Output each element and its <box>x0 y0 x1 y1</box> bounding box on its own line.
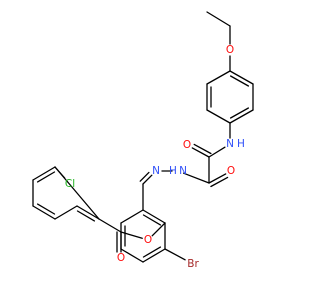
bond-c2-c3 <box>54 205 78 220</box>
bond-Ce-c1 <box>98 218 122 233</box>
bond-c6-Cl <box>54 166 66 179</box>
bond-a1-a2 <box>229 70 254 85</box>
atom-hydrazide-hydrogen: H <box>169 165 177 177</box>
bond-a3-a4 <box>229 109 254 124</box>
bond-Cb-Ob-second <box>210 176 229 188</box>
atom-bromine: Br <box>187 258 199 270</box>
bond-N1-Ca <box>208 146 226 158</box>
atom-ester-carbonyl-oxygen: O <box>117 252 125 264</box>
bond-N3-C9 <box>142 174 153 185</box>
atom-amide-carbonyl-oxygen: O <box>183 139 191 151</box>
bond-b3-b4-inner <box>142 246 162 258</box>
bond-b2-Oes <box>151 222 166 237</box>
bond-Ca-Oa <box>191 147 210 158</box>
bond-Oes-Ce <box>120 231 143 239</box>
molecule-diagram: O N H O N H O N Cl O O Br <box>32 11 254 270</box>
bond-e2-e1 <box>206 11 231 27</box>
atom-amide-hydrogen: H <box>237 138 245 150</box>
bond-N3-C9-second <box>139 171 150 182</box>
atom-hydrazide-nitrogen: N <box>179 165 187 177</box>
atom-ether-oxygen: O <box>226 44 234 56</box>
bond-Cb-N2 <box>182 172 210 184</box>
bond-b1-b2 <box>142 209 166 224</box>
bond-b6-b1 <box>120 209 144 224</box>
bond-a4-a5 <box>206 109 231 124</box>
atom-amide-nitrogen: N <box>226 138 234 150</box>
bond-c3-c4 <box>32 205 56 220</box>
bond-a6-a1 <box>206 70 231 85</box>
bond-c1-c2-inner <box>76 210 96 222</box>
bond-c3-c4-inner <box>36 203 56 215</box>
bond-b1-b2-inner <box>142 214 162 226</box>
bond-b4-b5 <box>120 248 144 263</box>
bond-a3-a4-inner <box>229 107 250 119</box>
atom-hydrazide-carbonyl-oxygen: O <box>227 165 235 177</box>
atom-chlorine: Cl <box>65 178 75 190</box>
atom-imine-nitrogen: N <box>152 165 160 177</box>
bond-b3-Br <box>164 248 186 261</box>
bond-c1-c2 <box>76 205 100 220</box>
bond-b3-b4 <box>142 248 166 263</box>
bond-Cb-Ob <box>208 173 227 184</box>
bond-c5-c6-inner <box>36 171 56 183</box>
bond-c5-c6 <box>32 166 56 181</box>
bond-a1-a2-inner <box>229 75 250 87</box>
atom-label-layer: O N H O N H O N Cl O O Br <box>65 44 245 270</box>
bond-Ca-Oa-second <box>193 143 212 155</box>
bond-layer <box>32 11 254 263</box>
atom-ester-oxygen: O <box>144 234 152 246</box>
